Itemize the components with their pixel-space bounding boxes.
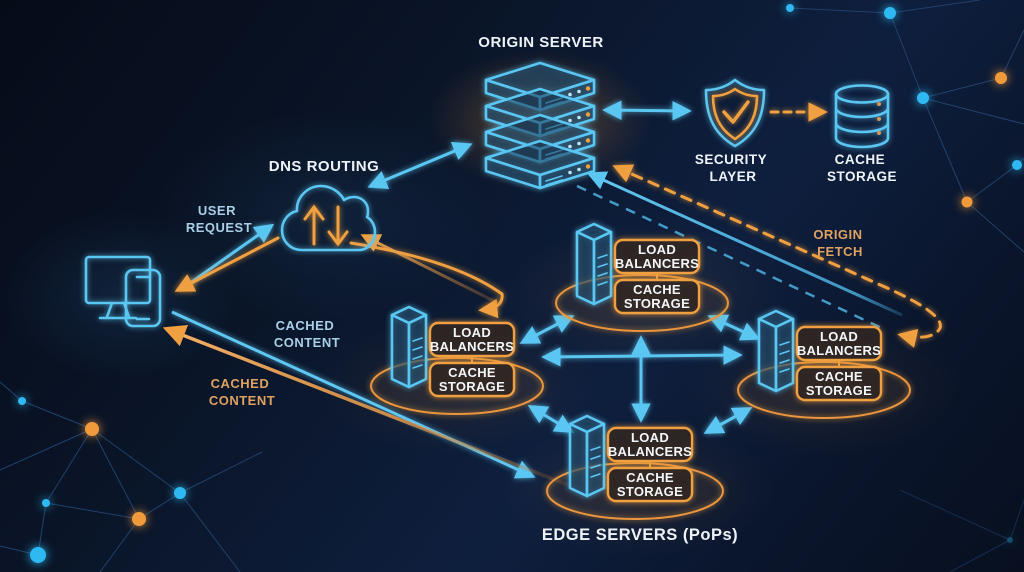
cached-content-label-blue: CACHED CONTENT bbox=[274, 318, 340, 350]
user-request-label: USER REQUEST bbox=[186, 203, 252, 235]
arrow-edge-to-dns bbox=[360, 234, 503, 307]
arrow-mesh-right-bottom bbox=[703, 407, 753, 434]
arrow-dns-to-edge-left bbox=[349, 241, 504, 319]
security-layer-label: SECURITY LAYER bbox=[695, 152, 771, 184]
user-devices-icon bbox=[84, 255, 162, 328]
server-slab-4 bbox=[484, 139, 596, 190]
arrow-mesh-top-right bbox=[707, 314, 761, 341]
arrow-user-to-dns bbox=[184, 223, 275, 288]
line-origin-response bbox=[586, 171, 903, 317]
monitor-icon bbox=[84, 255, 152, 320]
beam-cached-content-to-user bbox=[162, 324, 577, 490]
dns-cloud-icon bbox=[280, 184, 377, 252]
origin-server-icon bbox=[484, 61, 596, 190]
arrow-origin-security-bidirectional bbox=[602, 100, 692, 121]
edge-servers-caption: EDGE SERVERS (PoPs) bbox=[542, 526, 738, 544]
server-tower-icon bbox=[568, 414, 606, 498]
arrow-origin-fetch-dashed bbox=[612, 164, 942, 348]
server-slab-1 bbox=[484, 61, 596, 112]
server-tower-icon bbox=[390, 305, 428, 389]
checkmark-icon bbox=[722, 100, 750, 124]
server-tower-icon bbox=[575, 222, 613, 306]
cached-content-label-orange: CACHED CONTENT bbox=[209, 376, 275, 408]
edge-mesh-arrows bbox=[519, 314, 761, 434]
server-tower-icon bbox=[757, 309, 795, 393]
phone-icon bbox=[124, 268, 162, 328]
constellation-bottom-left bbox=[0, 381, 263, 572]
origin-fetch-label: ORIGIN FETCH bbox=[813, 227, 866, 259]
cache-storage-label: CACHE STORAGE bbox=[827, 152, 897, 184]
arrow-dns-origin-bidirectional bbox=[367, 142, 473, 189]
arrow-dns-to-user bbox=[174, 236, 280, 292]
line-origin-response-dashed bbox=[576, 184, 887, 332]
arrow-mesh-left-bottom bbox=[527, 404, 575, 434]
cache-database-icon bbox=[834, 84, 890, 149]
up-down-transfer-icon bbox=[303, 204, 349, 247]
server-slab-3 bbox=[484, 113, 596, 164]
constellation-bottom-right bbox=[899, 489, 1024, 572]
security-shield-icon bbox=[704, 78, 766, 148]
origin-server-label: ORIGIN SERVER bbox=[478, 34, 603, 51]
arrow-mesh-left-top bbox=[519, 315, 575, 344]
constellation-top-right bbox=[786, 0, 1024, 253]
server-slab-2 bbox=[484, 87, 596, 138]
dns-routing-label: DNS ROUTING bbox=[269, 158, 380, 175]
